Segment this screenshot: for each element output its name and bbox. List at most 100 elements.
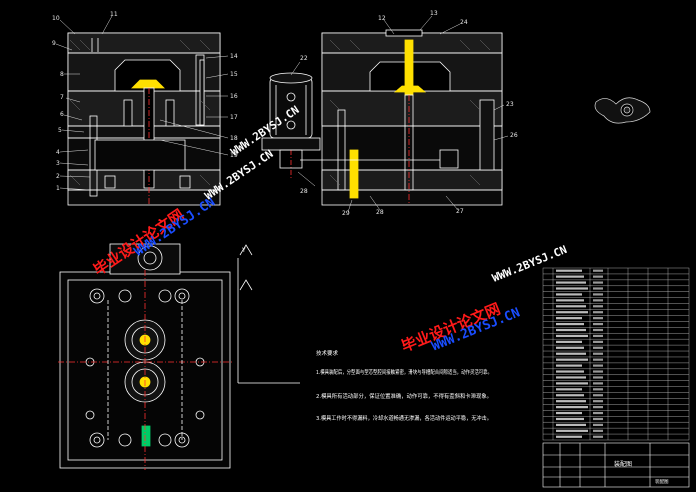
parts-list-entry — [556, 322, 584, 326]
parts-list-entry — [556, 299, 584, 302]
parts-list-entry — [556, 376, 586, 379]
callout-18: 18 — [230, 135, 238, 142]
title-block — [542, 442, 690, 488]
callout-23: 23 — [506, 101, 514, 108]
parts-list-entry — [556, 352, 586, 355]
parts-list-entry — [556, 346, 584, 349]
callout-1: 1 — [56, 185, 60, 192]
section-axis-marker — [239, 244, 253, 291]
parts-list-entry — [593, 275, 603, 278]
parts-list-frame — [542, 267, 690, 441]
parts-list-entry — [556, 358, 588, 361]
parts-list-entry — [556, 305, 586, 308]
parts-list-entry — [593, 328, 603, 332]
notes-line-2: 2.模具所有活动部分，保证位置准确，动作可靠，不得有歪斜和卡滞现象。 — [316, 392, 492, 400]
parts-list-entry — [593, 352, 603, 355]
technical-notes: 技术要求 1.模具装配后，分型面与型芯型腔间接触紧密，滑块与导槽配合间隙适当，动… — [316, 349, 492, 422]
callout-8: 8 — [60, 71, 64, 78]
left-section-view — [67, 32, 221, 206]
parts-list-entry — [556, 411, 582, 415]
parts-list-entry — [593, 370, 603, 373]
callout-10: 10 — [52, 15, 60, 22]
part-3d-sketch — [594, 97, 651, 124]
parts-list-entry — [556, 406, 588, 409]
callout-5: 5 — [58, 127, 62, 134]
parts-list-entry — [593, 376, 603, 379]
callout-13: 13 — [430, 10, 438, 17]
parts-list-entry — [593, 287, 603, 290]
parts-list-entry — [593, 423, 603, 427]
parts-list-entry — [556, 287, 588, 290]
callout-22: 22 — [300, 55, 308, 62]
callout-27: 27 — [456, 208, 464, 215]
parts-list-entry — [556, 281, 586, 284]
parts-list-entry — [593, 435, 603, 438]
callout-3: 3 — [56, 160, 60, 167]
parts-list-entry — [556, 400, 586, 403]
parts-list-entry — [593, 317, 603, 320]
notes-line-1: 1.模具装配后，分型面与型芯型腔间接触紧密，滑块与导槽配合间隙适当，动作灵活可靠… — [316, 368, 492, 376]
motor-unit — [261, 61, 321, 187]
parts-list-entry — [593, 358, 603, 361]
parts-list-entry — [556, 429, 588, 432]
parts-list-entry — [593, 322, 603, 326]
parts-list-entry — [556, 328, 586, 332]
parts-list-entry — [556, 293, 582, 296]
callout-24: 24 — [460, 19, 468, 26]
callout-14: 14 — [230, 53, 238, 60]
right-section-view — [300, 29, 503, 206]
callout-28b: 28 — [376, 209, 384, 216]
parts-list-entry — [556, 435, 582, 438]
parts-list-entry — [593, 394, 603, 397]
parts-list-entry — [556, 275, 584, 278]
callout-15: 15 — [230, 71, 238, 78]
callout-9: 9 — [52, 40, 56, 47]
callout-16: 16 — [230, 93, 238, 100]
parts-list-entry — [556, 370, 584, 373]
parts-list-entry — [556, 382, 588, 385]
parts-list-entry — [593, 269, 603, 272]
plan-view — [58, 243, 300, 470]
callout-11: 11 — [110, 11, 118, 18]
parts-list-entry — [593, 382, 603, 385]
parts-list-entry — [593, 429, 603, 432]
parts-list-entry — [593, 293, 603, 296]
watermark-5: WWW.2BYSJ.CN — [490, 243, 569, 285]
parts-list-entry — [593, 334, 603, 338]
parts-list-entry — [556, 417, 584, 421]
callout-2: 2 — [56, 173, 60, 180]
parts-list-entry — [556, 364, 582, 367]
parts-list-entry — [556, 311, 588, 314]
callout-19: 19 — [230, 152, 238, 159]
axis-label-y: Y — [241, 247, 246, 254]
callout-6: 6 — [60, 111, 64, 118]
callout-17: 17 — [230, 114, 238, 121]
parts-list-entry — [593, 305, 603, 308]
parts-list-entry — [556, 317, 582, 320]
parts-list-entry — [593, 364, 603, 367]
left-callouts: 10 11 9 8 7 6 5 4 3 2 1 14 15 16 17 18 1… — [52, 11, 238, 192]
parts-list-entry — [593, 388, 603, 391]
parts-list-table — [542, 267, 690, 441]
parts-list-entry — [593, 340, 603, 343]
parts-list-entry — [556, 334, 588, 338]
notes-line-3: 3.模具工作时不得漏料，冷却水道畅通无渗漏，各活动件运动平稳，无冲击。 — [316, 414, 492, 422]
parts-list-entry — [593, 299, 603, 302]
parts-list-entry — [593, 311, 603, 314]
callout-29: 29 — [342, 210, 350, 217]
title-block-drawing-no: 装配图 — [655, 478, 669, 485]
callout-12: 12 — [378, 15, 386, 22]
parts-list-entry — [593, 346, 603, 349]
parts-list-entry — [556, 394, 584, 397]
parts-list-entry — [556, 388, 582, 391]
parts-list-entry — [593, 417, 603, 421]
parts-list-entry — [556, 423, 586, 427]
callout-4: 4 — [56, 149, 60, 156]
parts-list-entry — [556, 269, 582, 272]
notes-title: 技术要求 — [316, 349, 339, 357]
callout-7: 7 — [60, 94, 64, 101]
svg-text:WWW.2BYSJ.CN: WWW.2BYSJ.CN — [490, 243, 569, 285]
title-block-title: 装配图 — [614, 460, 632, 468]
